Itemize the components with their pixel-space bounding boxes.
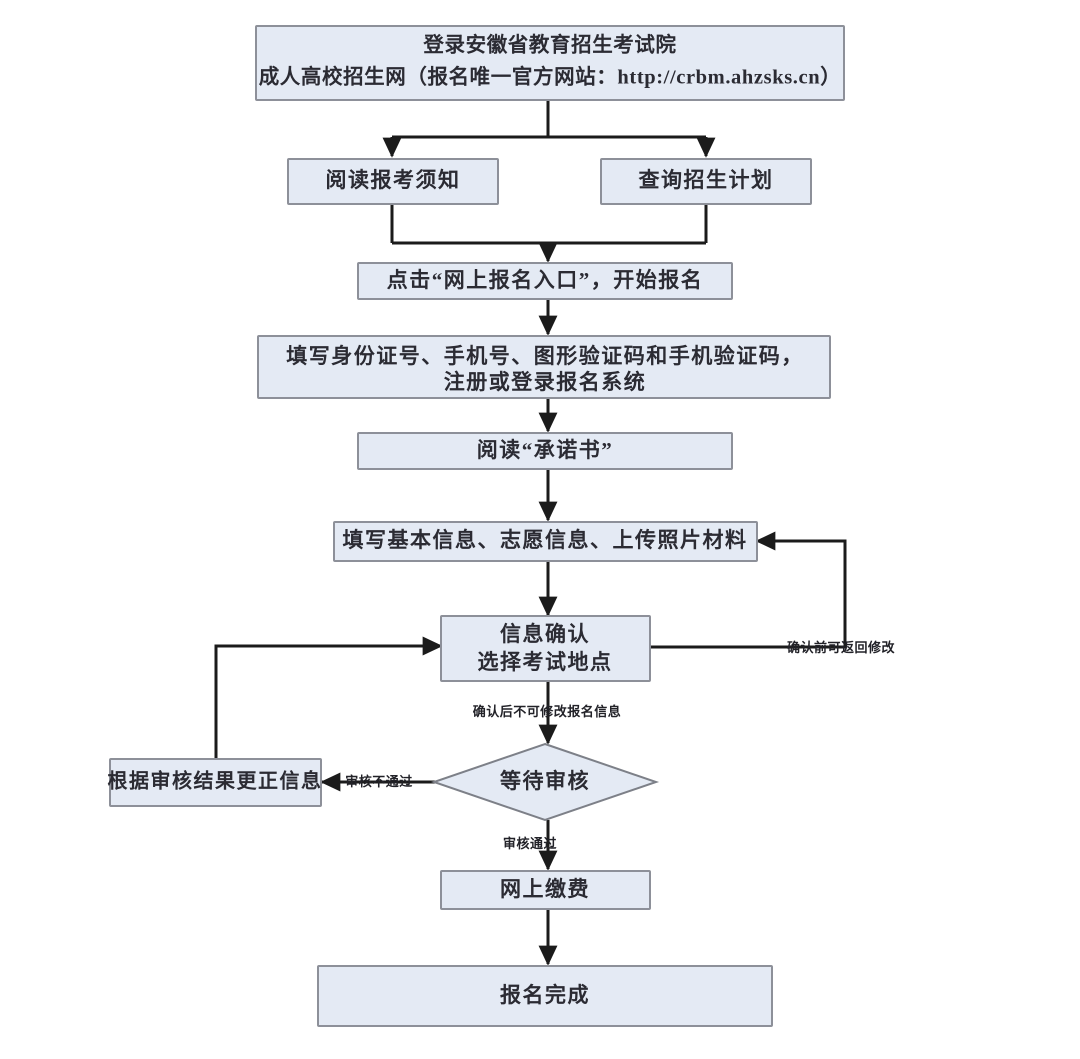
node-fix-info-label: 根据审核结果更正信息: [108, 769, 323, 793]
node-confirm-line1: 信息确认: [500, 622, 590, 646]
node-online-pay-label: 网上缴费: [500, 877, 590, 901]
edge-label-review-failed: 审核不通过: [345, 774, 413, 789]
node-fill-info[interactable]: 填写基本信息、志愿信息、上传照片材料: [333, 521, 758, 562]
node-done[interactable]: 报名完成: [317, 965, 773, 1027]
node-read-notice[interactable]: 阅读报考须知: [287, 158, 499, 205]
node-fill-info-label: 填写基本信息、志愿信息、上传照片材料: [343, 528, 748, 552]
node-register-line1: 填写身份证号、手机号、图形验证码和手机验证码，: [286, 344, 804, 368]
connector-confirm-back-to-fill-info: [650, 531, 847, 649]
node-query-plan-label: 查询招生计划: [639, 168, 774, 192]
node-read-promise[interactable]: 阅读“承诺书”: [357, 432, 733, 470]
node-login-line2: 成人高校招生网（报名唯一官方网站：http://crbm.ahzsks.cn）: [259, 65, 842, 89]
node-await-review[interactable]: 等待审核: [430, 742, 660, 822]
connector-login-to-split: [392, 100, 706, 139]
node-fix-info[interactable]: 根据审核结果更正信息: [108, 758, 323, 807]
node-confirm[interactable]: 信息确认 选择考试地点: [440, 615, 651, 682]
connector-fix-info-to-confirm: [214, 636, 443, 759]
edge-label-after-confirm-locked: 确认后不可修改报名信息: [473, 704, 622, 719]
node-query-plan[interactable]: 查询招生计划: [600, 158, 812, 205]
node-read-promise-label: 阅读“承诺书”: [477, 438, 614, 462]
node-click-entry-label: 点击“网上报名入口”，开始报名: [387, 268, 704, 292]
node-await-review-label: 等待审核: [500, 769, 590, 793]
node-online-pay[interactable]: 网上缴费: [440, 870, 651, 910]
node-register[interactable]: 填写身份证号、手机号、图形验证码和手机验证码， 注册或登录报名系统: [257, 335, 831, 399]
node-register-line2: 注册或登录报名系统: [444, 370, 647, 394]
node-click-entry[interactable]: 点击“网上报名入口”，开始报名: [357, 262, 733, 300]
node-read-notice-label: 阅读报考须知: [326, 168, 461, 192]
node-login-line1: 登录安徽省教育招生考试院: [422, 33, 676, 57]
edge-label-review-passed: 审核通过: [503, 836, 557, 851]
node-login[interactable]: 登录安徽省教育招生考试院 成人高校招生网（报名唯一官方网站：http://crb…: [255, 25, 845, 101]
edge-label-return-before-confirm: 确认前可返回修改: [787, 640, 896, 655]
node-done-label: 报名完成: [500, 983, 590, 1007]
node-confirm-line2: 选择考试地点: [478, 650, 613, 674]
